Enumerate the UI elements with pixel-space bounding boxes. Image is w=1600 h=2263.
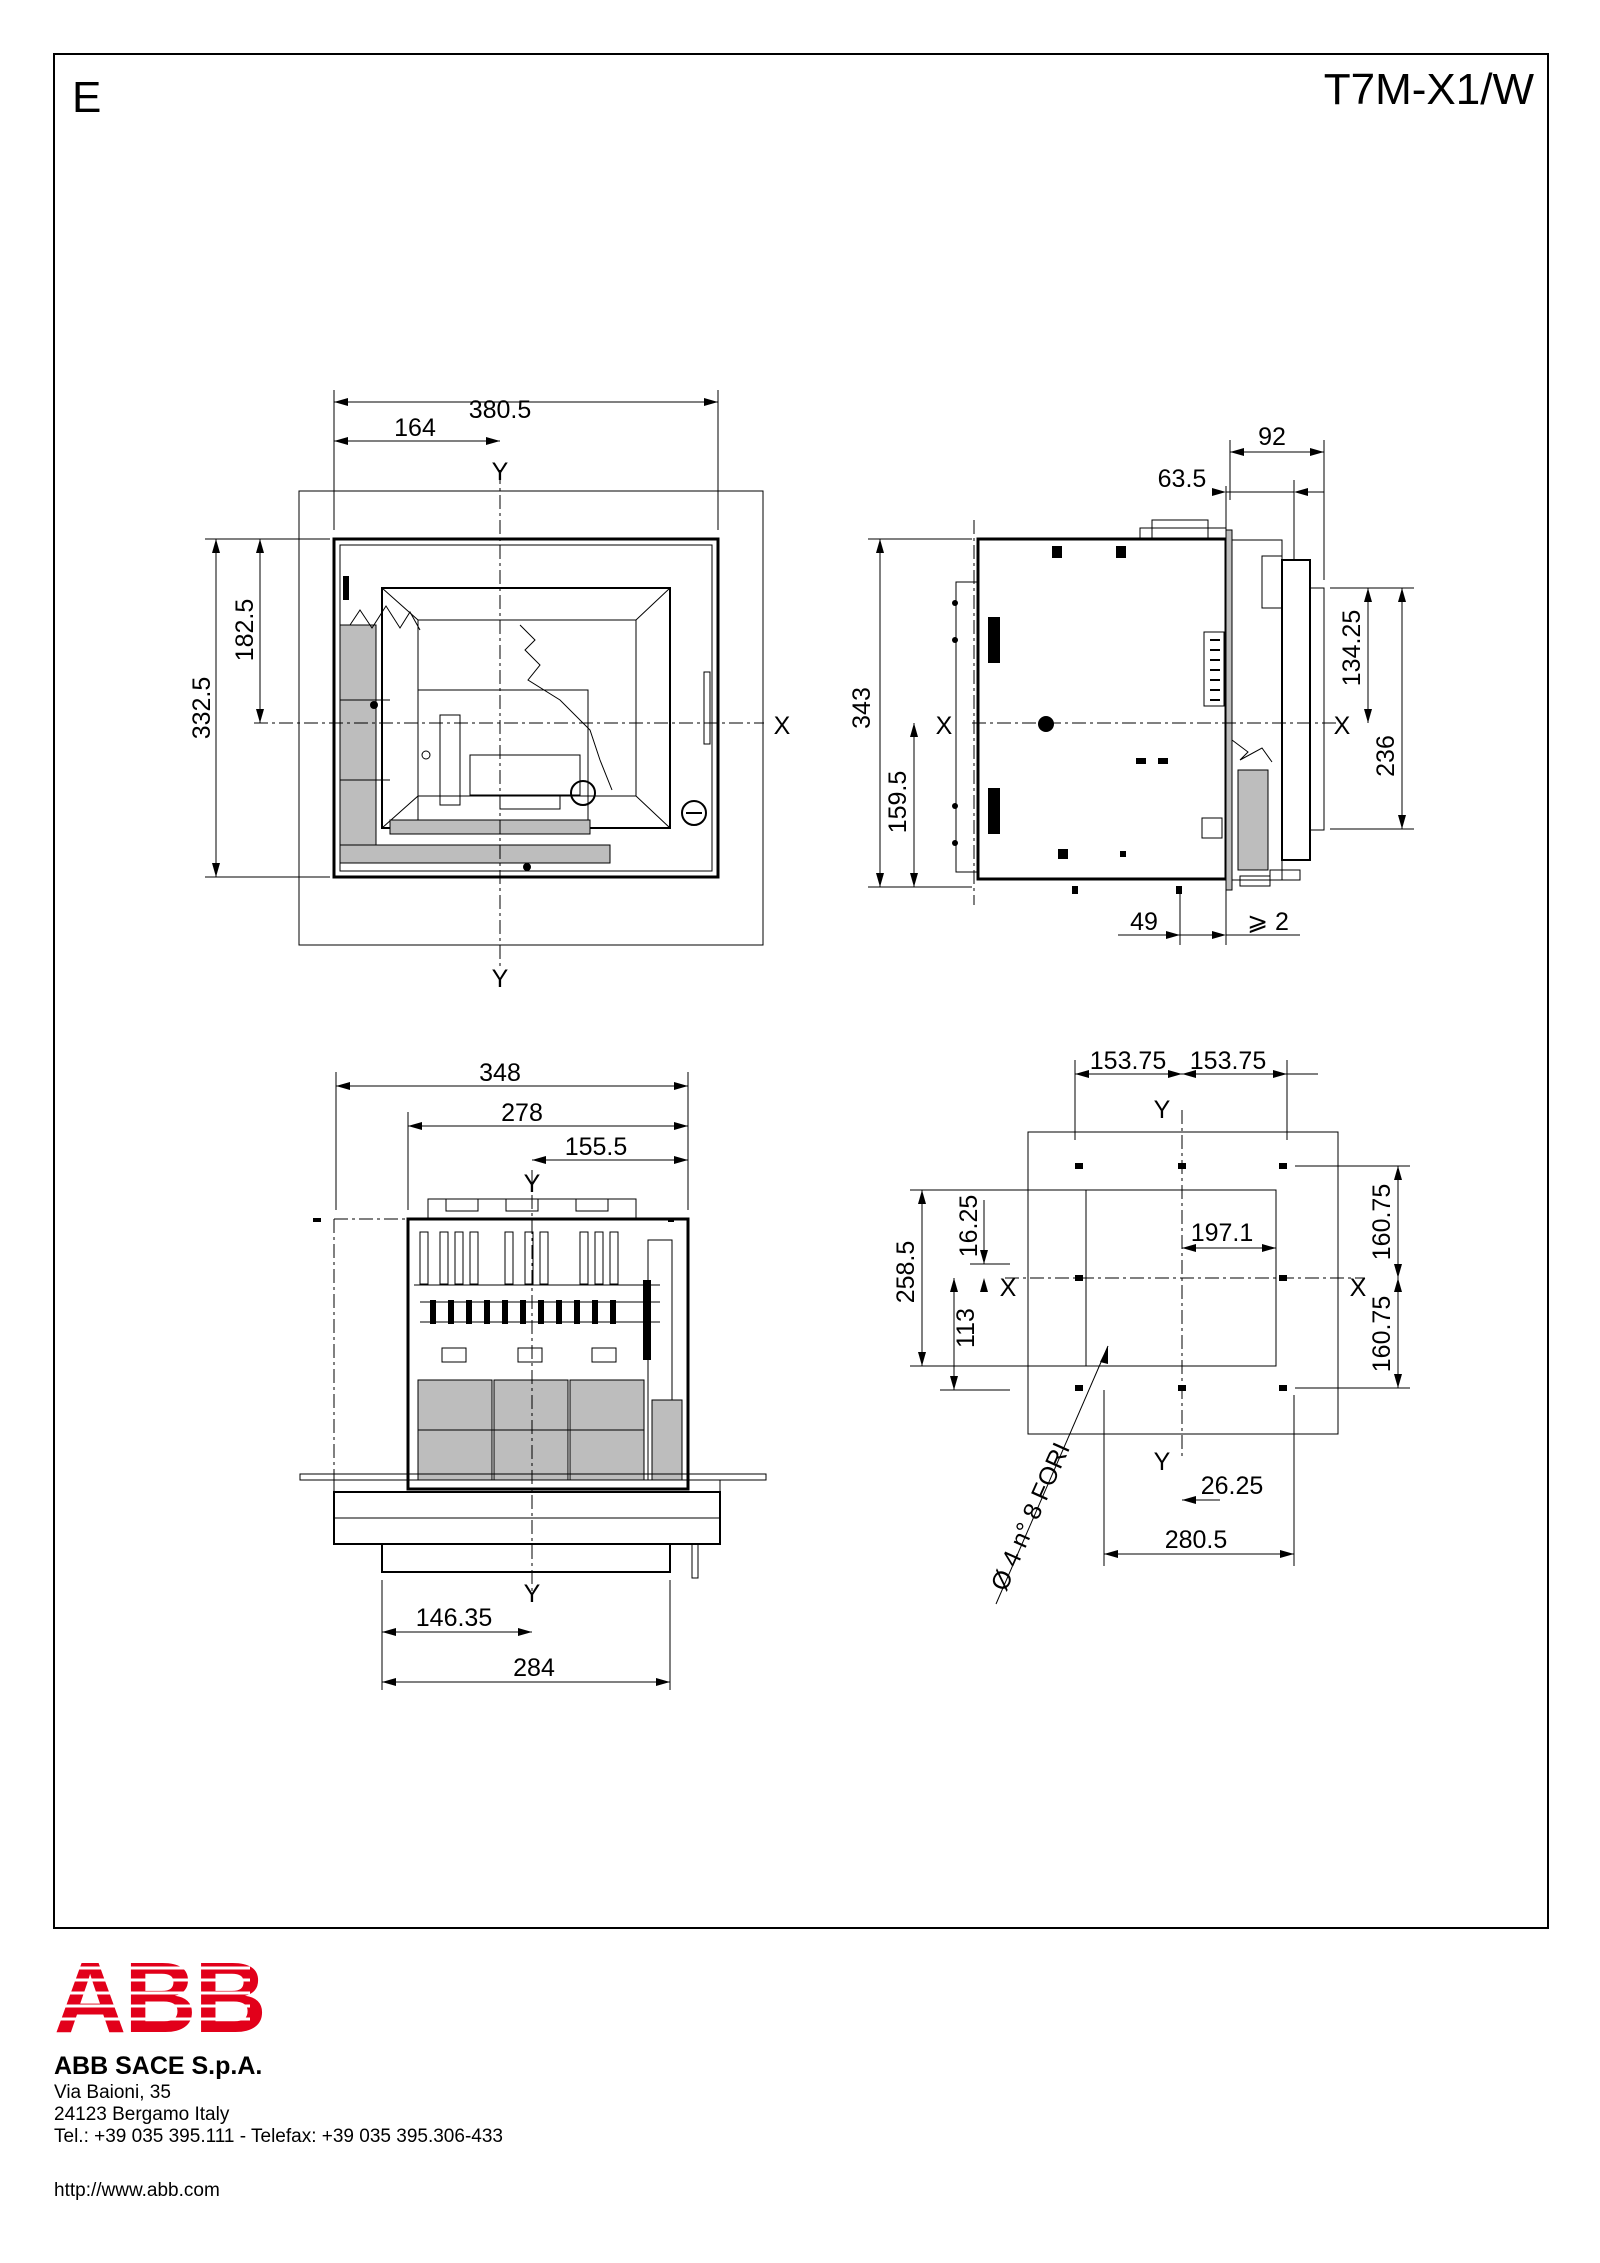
dim-drill-cutout-height: 258.5 bbox=[892, 1241, 920, 1304]
abb-logo: ABB bbox=[52, 1942, 267, 2054]
dim-drill-upper-offset: 16.25 bbox=[955, 1195, 983, 1258]
top-axis-y-top: Y bbox=[524, 1170, 541, 1198]
dim-side-rear-offset: 49 bbox=[1130, 908, 1158, 936]
dim-drill-hole-offset: 26.25 bbox=[1201, 1472, 1264, 1500]
dim-side-panel-height: 236 bbox=[1372, 735, 1400, 777]
dim-top-base-width: 284 bbox=[513, 1654, 555, 1682]
drill-axis-y-bottom: Y bbox=[1154, 1448, 1171, 1476]
side-axis-x-right: X bbox=[1334, 712, 1351, 740]
dim-top-width-frame: 278 bbox=[501, 1099, 543, 1127]
company-name: ABB SACE S.p.A. bbox=[54, 2052, 263, 2080]
dim-drill-vertical-upper: 160.75 bbox=[1368, 1184, 1396, 1260]
drawing-frame bbox=[53, 53, 1549, 1929]
side-view bbox=[868, 440, 1414, 945]
front-view bbox=[205, 390, 764, 968]
drill-axis-x-left: X bbox=[1000, 1274, 1017, 1302]
top-view bbox=[299, 1072, 767, 1690]
dim-front-height-to-axis: 182.5 bbox=[231, 599, 259, 662]
dim-drill-lower-offset: 113 bbox=[952, 1308, 980, 1348]
sheet-letter: E bbox=[72, 73, 101, 122]
company-website[interactable]: http://www.abb.com bbox=[54, 2180, 220, 2201]
dim-top-width-to-axis: 155.5 bbox=[565, 1133, 628, 1161]
dim-side-height-total: 343 bbox=[848, 687, 876, 729]
drilling-plan bbox=[910, 1060, 1410, 1605]
dim-drill-vertical-lower: 160.75 bbox=[1368, 1296, 1396, 1372]
side-axis-x-left: X bbox=[936, 712, 953, 740]
company-street: Via Baioni, 35 bbox=[54, 2082, 171, 2103]
drill-axis-y-top: Y bbox=[1154, 1096, 1171, 1124]
svg-text:ABB: ABB bbox=[54, 1942, 265, 2054]
company-phone: Tel.: +39 035 395.111 - Telefax: +39 035… bbox=[54, 2126, 503, 2147]
dim-drill-cutout-half: 197.1 bbox=[1191, 1219, 1254, 1247]
dim-side-clearance: ⩾ 2 bbox=[1247, 908, 1289, 936]
dim-top-base-to-axis: 146.35 bbox=[416, 1604, 492, 1632]
model-code: T7M-X1/W bbox=[1324, 65, 1535, 114]
company-city: 24123 Bergamo Italy bbox=[54, 2104, 230, 2125]
front-axis-y-top: Y bbox=[492, 458, 509, 486]
drill-axis-x-right: X bbox=[1350, 1274, 1367, 1302]
dim-side-height-to-axis: 159.5 bbox=[884, 771, 912, 834]
dim-drill-cutout-width: 280.5 bbox=[1165, 1526, 1228, 1554]
dim-drill-half-width-right: 153.75 bbox=[1190, 1047, 1266, 1075]
dim-side-depth-front: 92 bbox=[1258, 423, 1286, 451]
dim-side-depth-flange: 63.5 bbox=[1158, 465, 1207, 493]
drill-holes-note: Ø 4 n° 8 FORI bbox=[986, 1439, 1076, 1595]
dim-top-width-total: 348 bbox=[479, 1059, 521, 1087]
dim-front-height-total: 332.5 bbox=[188, 677, 216, 740]
dim-drill-half-width-left: 153.75 bbox=[1090, 1047, 1166, 1075]
front-axis-x: X bbox=[774, 712, 791, 740]
dim-front-width-total: 380.5 bbox=[469, 396, 532, 424]
front-axis-y-bottom: Y bbox=[492, 965, 509, 993]
dim-front-width-to-axis: 164 bbox=[394, 414, 436, 442]
top-axis-y-bottom: Y bbox=[524, 1580, 541, 1608]
dim-side-upper-to-axis: 134.25 bbox=[1338, 610, 1366, 686]
